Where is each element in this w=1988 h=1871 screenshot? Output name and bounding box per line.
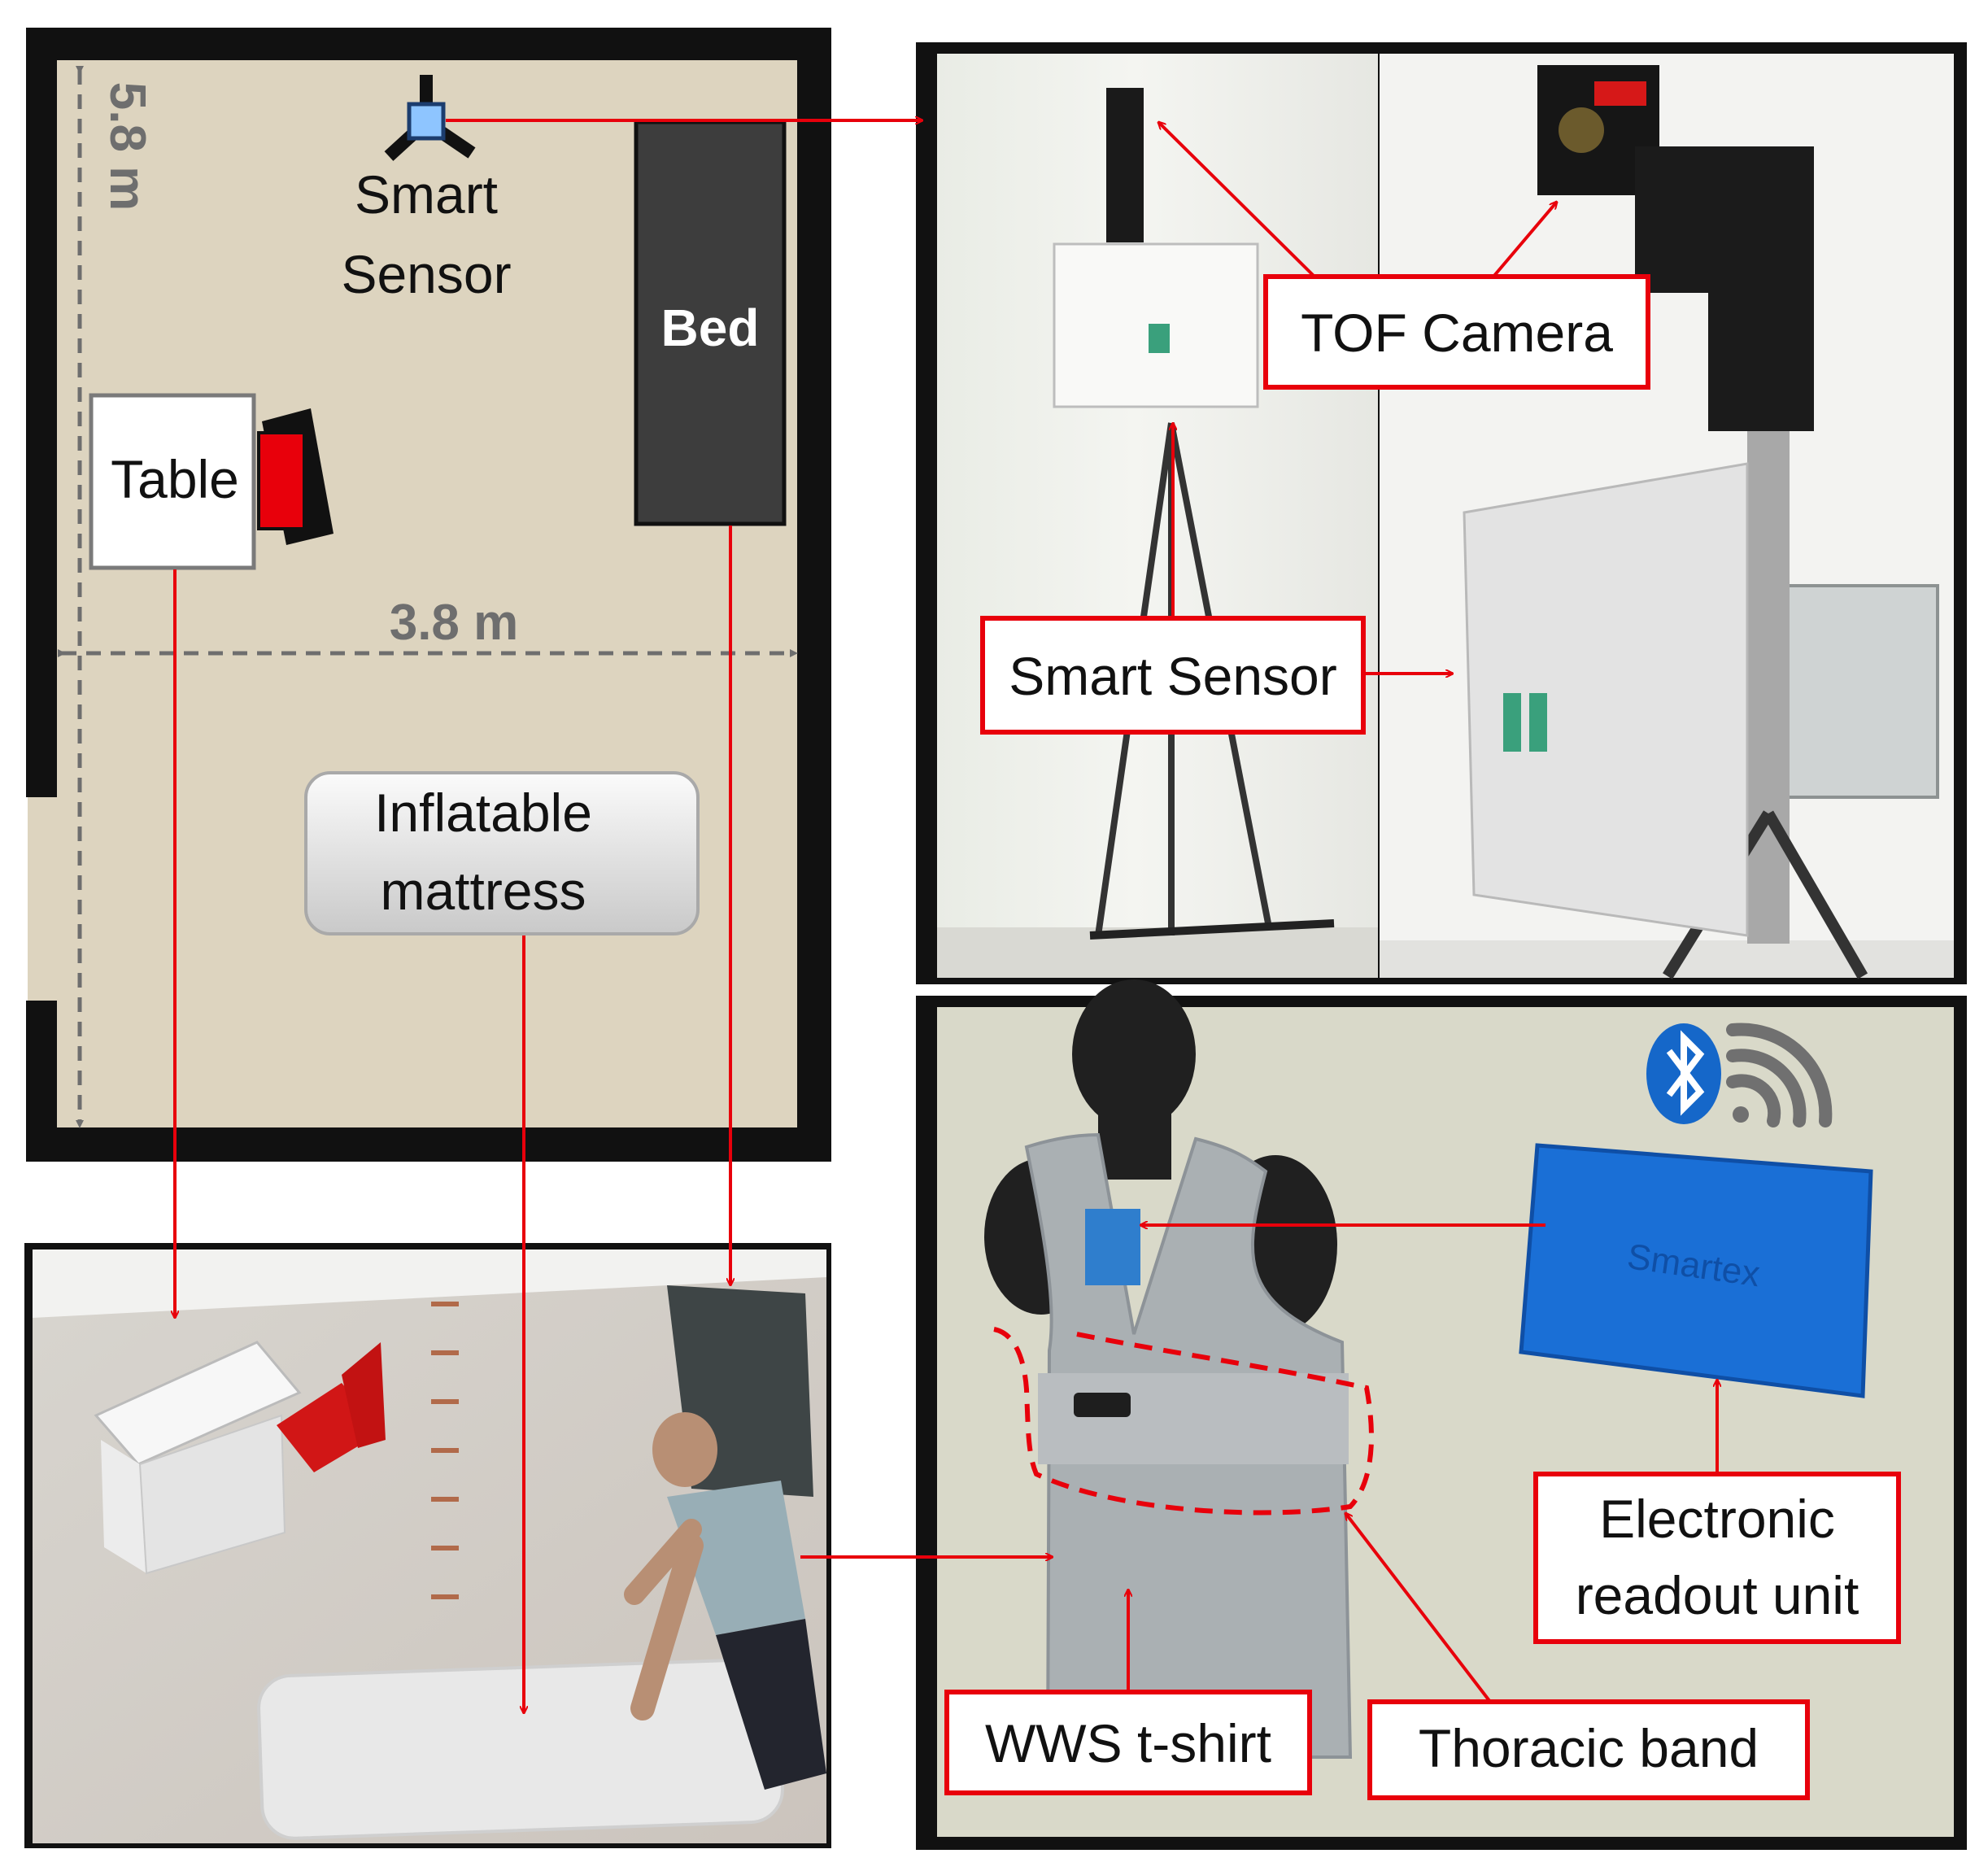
arrow-tof-right	[1492, 202, 1557, 278]
readout-label-box	[1533, 1472, 1901, 1644]
smart-sensor-label-line2: Sensor	[341, 244, 511, 304]
sensor-antenna-right	[1503, 693, 1521, 752]
wearable-panel: Smartex Electronic readout unit WWS t-sh…	[916, 979, 1967, 1850]
mattress-label-line2: mattress	[380, 861, 586, 921]
table	[89, 393, 256, 570]
sensor-photo-panel: TOF Camera Smart Sensor	[916, 42, 1967, 984]
room-photo-person	[624, 1412, 826, 1790]
tof-camera-label: TOF Camera	[1301, 303, 1613, 363]
room-photo-desk-top	[94, 1341, 302, 1466]
thoracic-band-label: Thoracic band	[1419, 1718, 1759, 1778]
sensor-antenna-left	[1149, 324, 1170, 353]
smart-sensor-icon	[384, 75, 476, 161]
sensor-antenna-right-2	[1529, 693, 1547, 752]
floor-tape-marks	[431, 1302, 459, 1599]
sensor-board-right	[1463, 462, 1749, 937]
bluetooth-icon	[1646, 1023, 1721, 1124]
tof-camera-left	[1106, 88, 1144, 242]
chair-icon	[257, 408, 334, 545]
width-dimension-label: 3.8 m	[390, 595, 519, 651]
room-photo-chair-back	[342, 1342, 386, 1448]
tshirt-pocket	[1085, 1209, 1140, 1285]
thoracic-band	[1038, 1373, 1349, 1464]
inflatable-mattress	[304, 771, 700, 936]
floor-plan: 5.8 m 3.8 m Smart Sensor Bed Table Infla…	[26, 28, 831, 1162]
connector-arrows	[175, 120, 1717, 1713]
room-photo-desk-body	[101, 1440, 146, 1573]
door-opening	[28, 797, 59, 1001]
room-photo-wall	[33, 1250, 826, 1318]
arrow-band-up	[1345, 1513, 1492, 1703]
smart-sensor-label-line1: Smart	[355, 164, 498, 225]
electronic-readout-unit	[1519, 1143, 1873, 1398]
room-photo-desk-front	[138, 1414, 286, 1575]
thoracic-band-label-box	[1367, 1699, 1810, 1800]
table-label: Table	[111, 449, 239, 509]
wws-tshirt-label: WWS t-shirt	[985, 1713, 1271, 1773]
thoracic-band-highlight	[993, 1327, 1374, 1516]
height-dimension-label: 5.8 m	[99, 82, 155, 212]
mattress-label-line1: Inflatable	[374, 783, 592, 843]
wifi-signal-icon	[1726, 1023, 1833, 1127]
tripod-right	[1663, 423, 1868, 979]
room-photo-mattress	[257, 1658, 784, 1840]
tof-camera-right	[1537, 65, 1814, 431]
bed-label: Bed	[661, 299, 760, 357]
tof-camera-label-box	[1263, 274, 1650, 390]
band-connector	[1074, 1393, 1131, 1417]
smart-sensor-photo-label: Smart Sensor	[1009, 646, 1336, 706]
readout-label-line2: readout unit	[1576, 1565, 1859, 1625]
bed	[634, 120, 787, 526]
arrow-tof-left	[1158, 122, 1316, 278]
room-photo-panel	[24, 1243, 831, 1848]
readout-label-line1: Electronic	[1599, 1489, 1835, 1549]
